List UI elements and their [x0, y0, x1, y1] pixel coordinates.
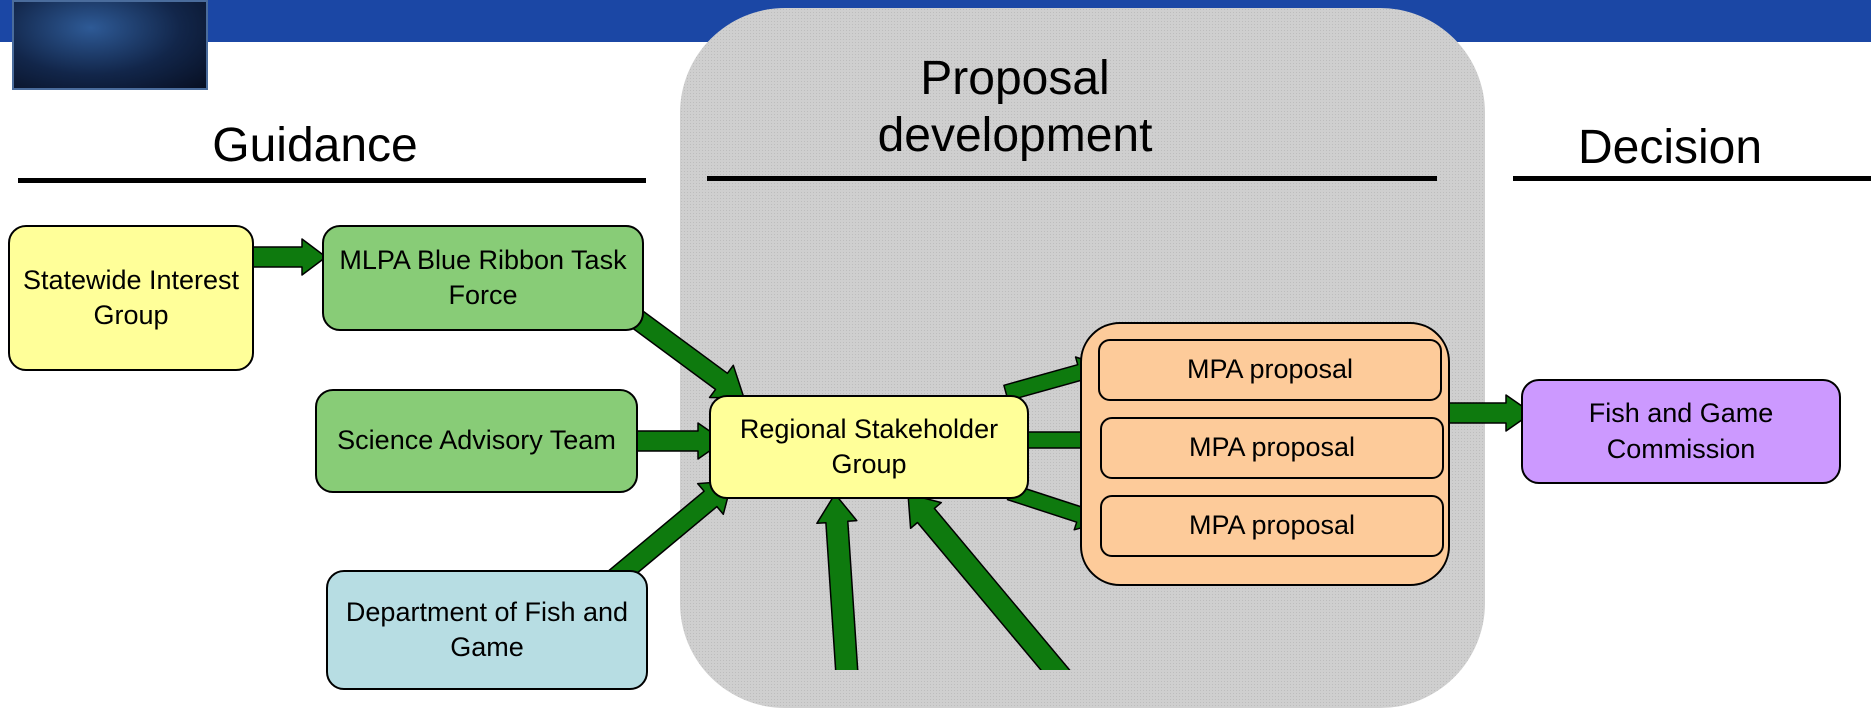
blue-ribbon-task-force-box: MLPA Blue Ribbon Task Force	[322, 225, 644, 331]
arrow-proposals-to-commission	[1439, 394, 1533, 432]
logo-image	[12, 0, 208, 90]
guidance-rule	[18, 178, 646, 183]
mpa-proposal-3-box: MPA proposal	[1100, 495, 1444, 557]
proposal-rule	[707, 176, 1437, 181]
statewide-interest-group-box: Statewide Interest Group	[8, 225, 254, 371]
fish-and-game-commission-box: Fish and Game Commission	[1521, 379, 1841, 484]
arrows-layer	[235, 238, 1533, 670]
department-of-fish-and-game-box: Department of Fish and Game	[326, 570, 648, 690]
guidance-heading: Guidance	[212, 119, 418, 172]
mpa-proposal-2-box: MPA proposal	[1100, 417, 1444, 479]
proposal-development-heading: Proposal development	[877, 52, 1153, 162]
arrow-blue-ribbon-to-rsg	[615, 299, 745, 399]
decision-rule	[1513, 176, 1871, 181]
arrow-bottom-right-to-rsg	[907, 493, 1071, 670]
science-advisory-team-box: Science Advisory Team	[315, 389, 638, 493]
arrow-bottom-to-rsg	[816, 493, 859, 670]
mpa-proposal-1-box: MPA proposal	[1098, 339, 1442, 401]
regional-stakeholder-group-box: Regional Stakeholder Group	[709, 395, 1029, 499]
decision-heading: Decision	[1577, 121, 1763, 174]
